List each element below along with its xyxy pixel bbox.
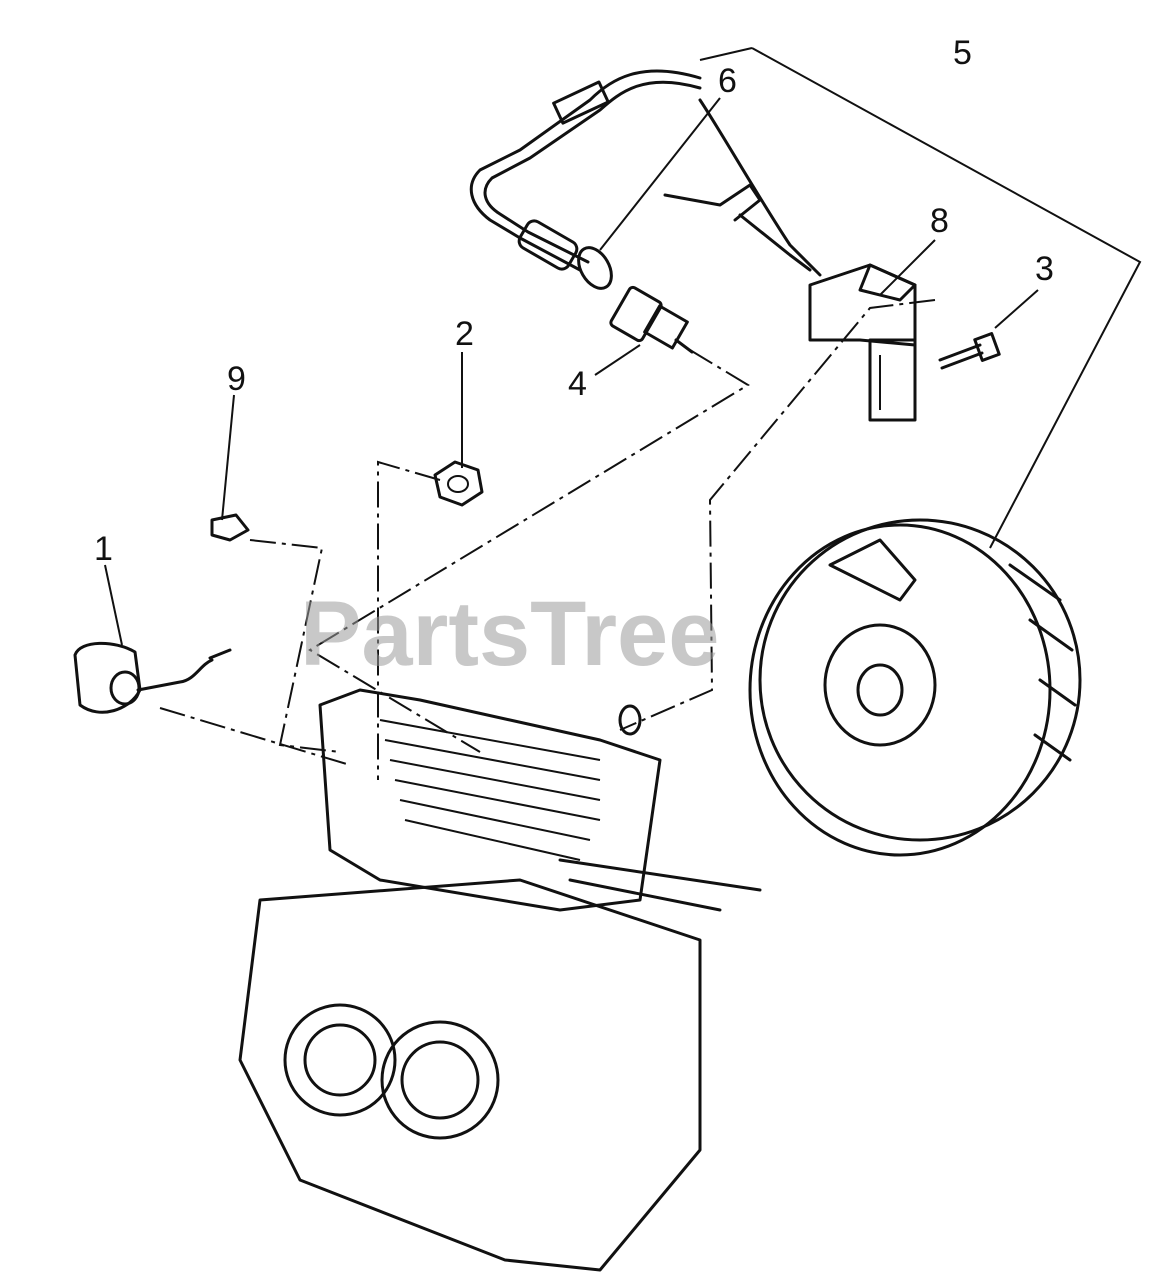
- nut-part: [433, 460, 484, 507]
- callout-2: 2: [455, 315, 474, 353]
- watermark: PartsTree: [300, 583, 719, 685]
- callout-4: 4: [568, 365, 587, 403]
- callout-9: 9: [227, 360, 246, 398]
- ignition-module: [663, 98, 917, 422]
- callout-8: 8: [930, 202, 949, 240]
- bolt-part: [938, 332, 1001, 370]
- flywheel: [748, 518, 1082, 857]
- oil-sensor-part: [73, 641, 232, 714]
- leader-lines: [104, 47, 1142, 780]
- callout-5: 5: [953, 34, 972, 72]
- callout-1: 1: [94, 530, 113, 568]
- callout-6: 6: [718, 62, 737, 100]
- callout-3: 3: [1035, 250, 1054, 288]
- clip-part: [210, 513, 250, 542]
- spark-plug: [609, 285, 694, 354]
- engine-block: [238, 688, 762, 1272]
- spark-plug-wire: [469, 69, 702, 290]
